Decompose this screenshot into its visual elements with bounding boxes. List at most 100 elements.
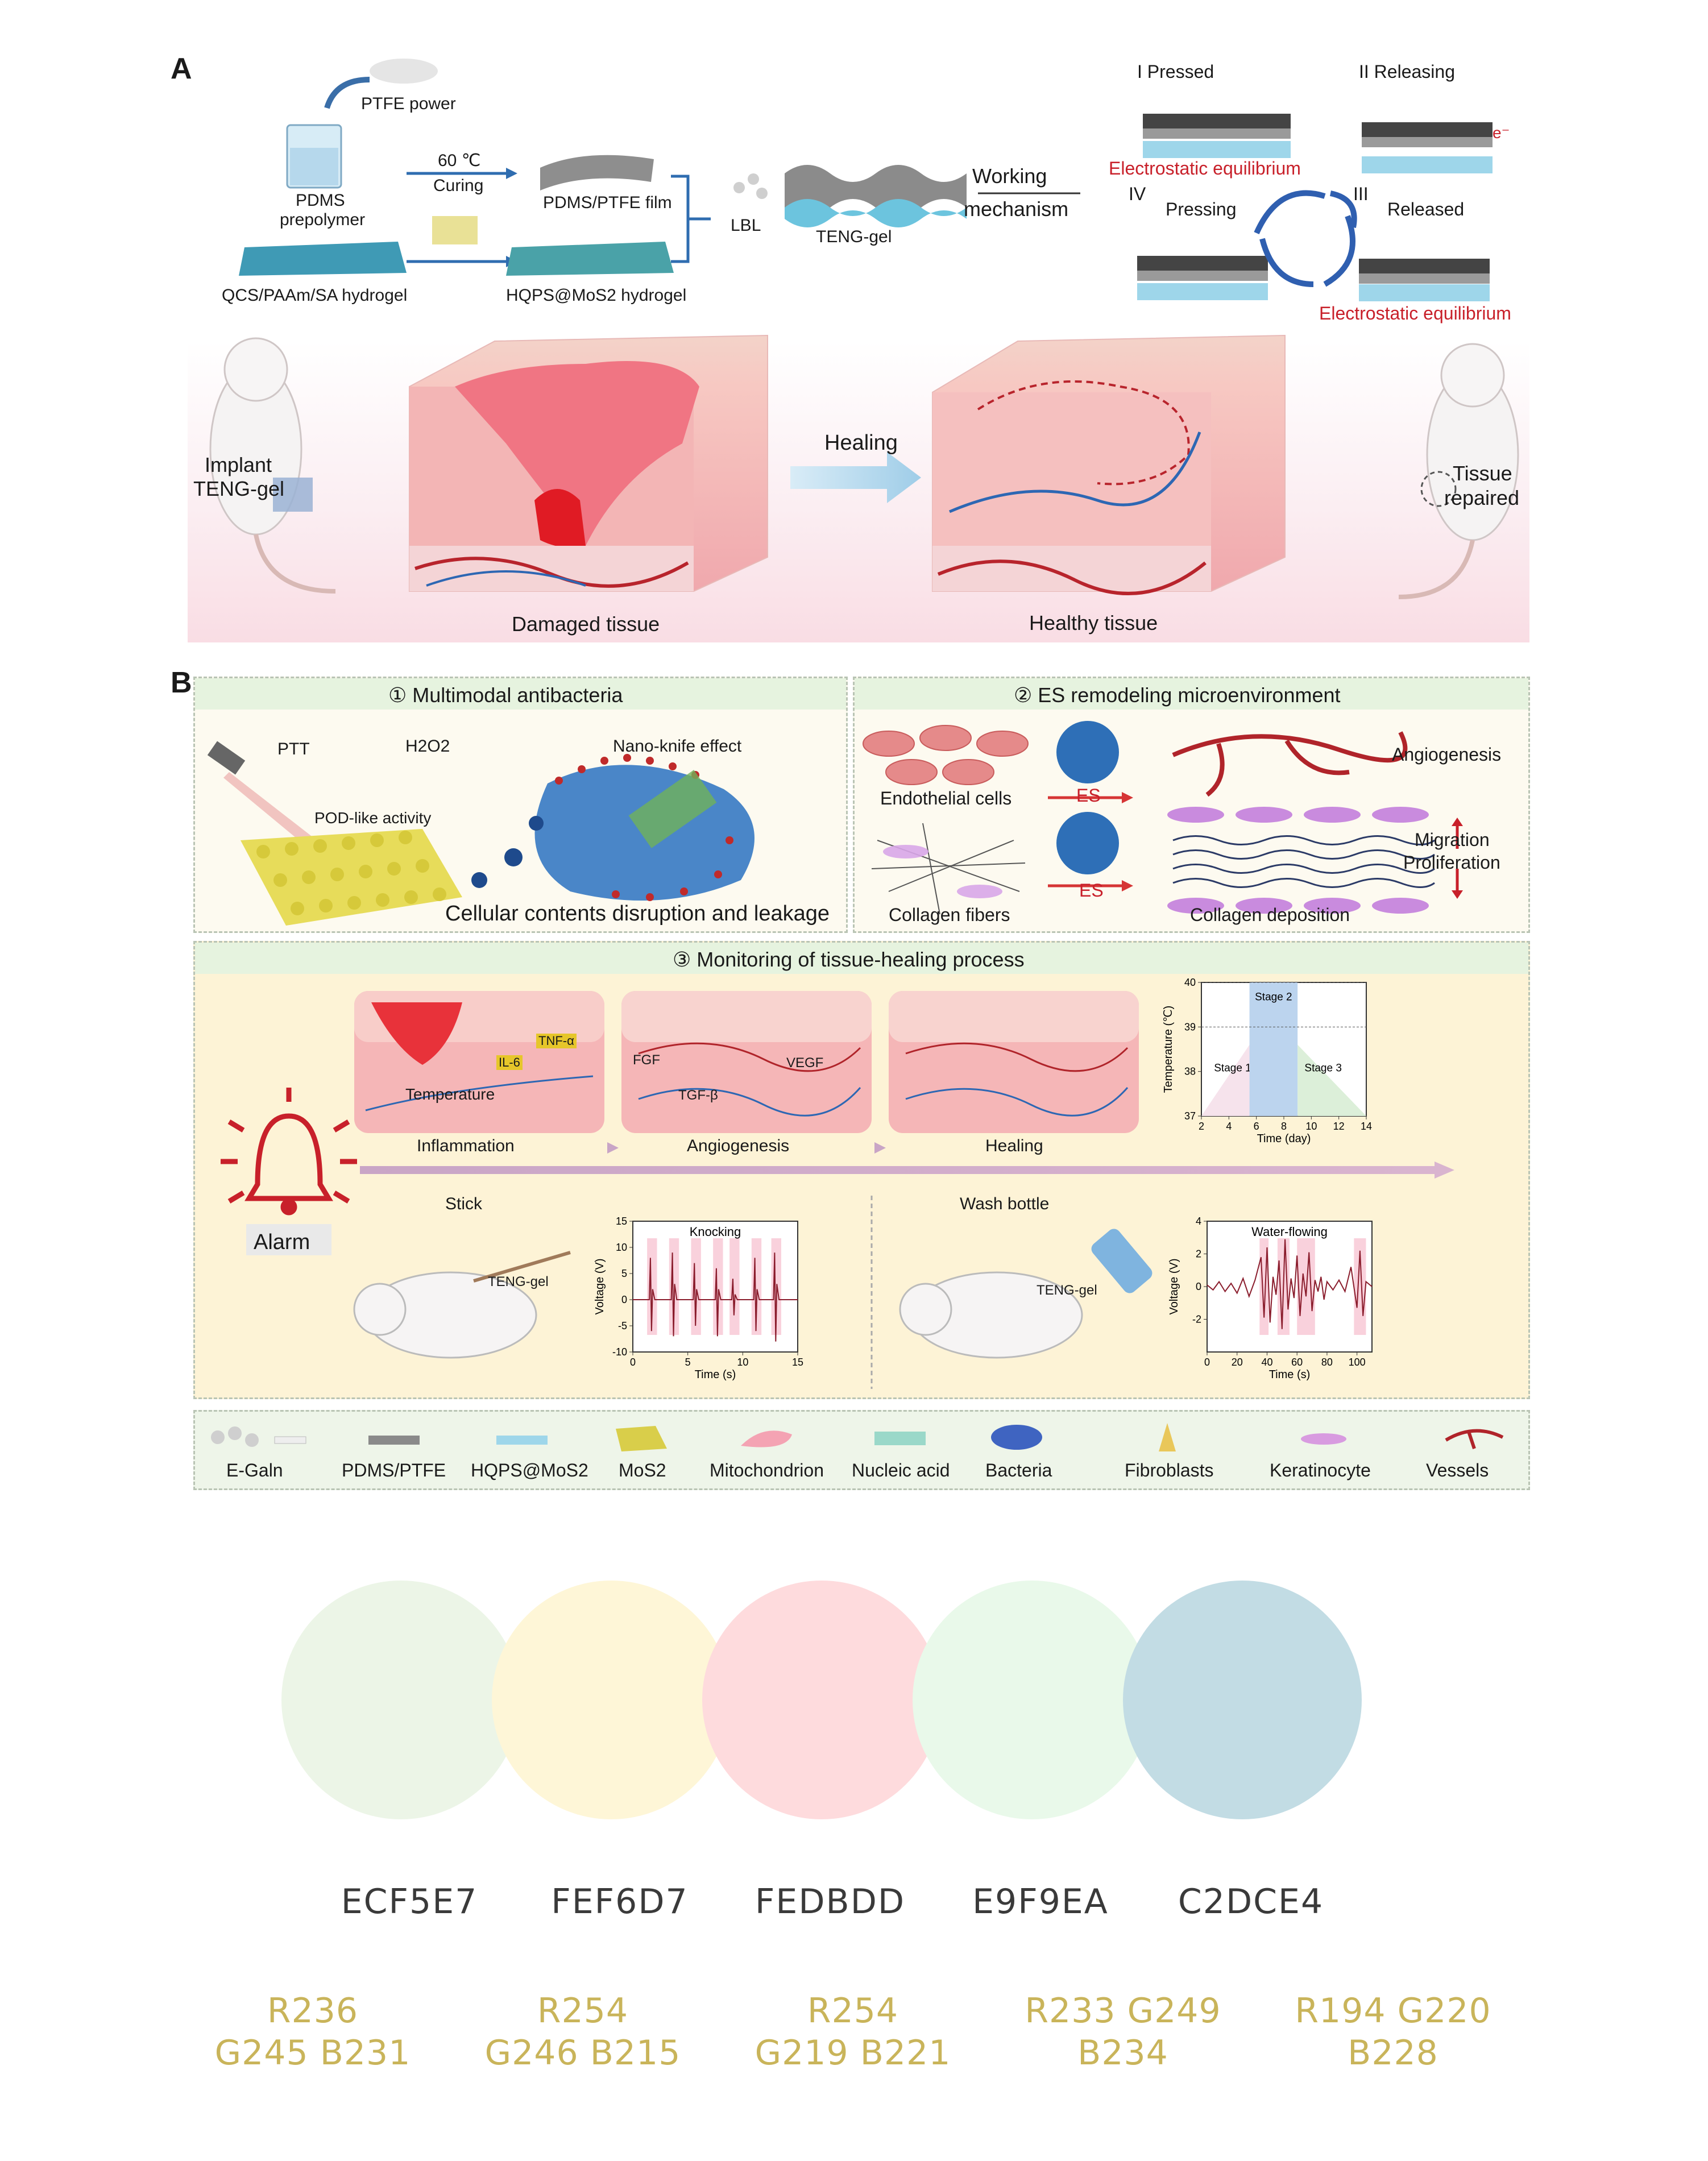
y-tick-label: 39 xyxy=(1184,1021,1196,1032)
electron-label: e⁻ xyxy=(1493,124,1510,142)
tissue-label-1: Tissue xyxy=(1453,462,1512,485)
curing-label: Curing xyxy=(433,176,484,195)
data-line xyxy=(1207,1239,1373,1329)
timeline-bar xyxy=(360,1166,1435,1174)
wound-icon xyxy=(455,361,699,546)
collagen-deposition-label: Collagen deposition xyxy=(1190,905,1350,925)
working-label: Working xyxy=(972,164,1047,188)
mech-state-2: II Releasing xyxy=(1359,61,1455,82)
mech-state-4: IV xyxy=(1129,184,1146,204)
legend-nucleic-acid: Nucleic acid xyxy=(852,1460,950,1480)
x-tick-label: 100 xyxy=(1349,1357,1366,1368)
stage-3-region xyxy=(1297,1044,1366,1116)
hex-1: ECF5E7 xyxy=(341,1882,478,1922)
legend-pdms-ptfe: PDMS/PTFE xyxy=(342,1460,446,1480)
x-tick-label: 40 xyxy=(1261,1357,1272,1368)
mos2-icon xyxy=(616,1426,667,1451)
qcs-label: QCS/PAAm/SA hydrogel xyxy=(222,286,408,305)
mechanism-label: mechanism xyxy=(964,197,1069,221)
highlight-band xyxy=(713,1238,723,1335)
vegf-label: VEGF xyxy=(786,1055,824,1071)
tissue-label-2: repaired xyxy=(1444,486,1520,509)
y-axis-label: Voltage (V) xyxy=(1168,1259,1180,1315)
x-tick-label: 10 xyxy=(737,1357,748,1368)
rgb-1-line-1: R236 xyxy=(267,1991,359,2031)
legend-hqps: HQPS@MoS2 xyxy=(471,1460,588,1480)
arrow-icon xyxy=(324,77,370,109)
x-tick-label: 12 xyxy=(1333,1121,1345,1132)
laser-icon xyxy=(207,741,246,775)
y-tick-label: 4 xyxy=(1196,1216,1201,1227)
x-tick-label: 60 xyxy=(1291,1357,1303,1368)
mouse-left-icon xyxy=(209,337,336,594)
x-tick-label: 0 xyxy=(630,1357,636,1368)
y-tick-label: 38 xyxy=(1184,1066,1196,1077)
nano-knife-label: Nano-knife effect xyxy=(613,737,742,756)
ptfe-power-label: PTFE power xyxy=(361,94,456,113)
chart-title: Knocking xyxy=(690,1225,741,1239)
swatch-2 xyxy=(492,1581,731,1819)
film-icon xyxy=(540,155,654,190)
stage-1-region xyxy=(1201,1044,1250,1116)
section-es: ② ES remodeling microenvironment xyxy=(853,677,1530,933)
equilibrium-label-2: Electrostatic equilibrium xyxy=(1319,303,1511,323)
damaged-tissue-label: Damaged tissue xyxy=(512,612,660,636)
mechanism-diagram xyxy=(1137,114,1493,301)
highlight-band xyxy=(647,1238,657,1335)
stage-label: Stage 1 xyxy=(1214,1063,1251,1075)
alarm-label: Alarm xyxy=(254,1230,310,1254)
pdms-ptfe-icon xyxy=(368,1436,420,1445)
x-tick-label: 5 xyxy=(685,1357,691,1368)
collagen-fibers-label: Collagen fibers xyxy=(889,905,1010,925)
hex-3: FEDBDD xyxy=(754,1882,906,1922)
stage-2-region xyxy=(1249,982,1298,1116)
x-tick-label: 15 xyxy=(792,1357,803,1368)
panel-a-bg xyxy=(188,341,1529,642)
healthy-tissue-label: Healthy tissue xyxy=(1029,611,1158,634)
mitochondrion-icon xyxy=(741,1430,792,1447)
section-monitoring: ③ Monitoring of tissue-healing process xyxy=(193,941,1530,1399)
x-tick-label: 6 xyxy=(1254,1121,1259,1132)
swatch-1 xyxy=(281,1581,520,1819)
es-label-2: ES xyxy=(1079,880,1104,901)
hqps-label: HQPS@MoS2 hydrogel xyxy=(506,286,687,305)
teng-gel-icon xyxy=(785,165,967,216)
rgb-4-line-2: B234 xyxy=(1077,2033,1168,2073)
damaged-tissue-block xyxy=(409,334,768,592)
pdms-label: PDMS xyxy=(296,191,345,210)
y-tick-label: 40 xyxy=(1184,977,1196,988)
legend-box: E-Galn PDMS/PTFE HQPS@MoS2 MoS2 Mitochon… xyxy=(193,1410,1530,1490)
x-axis-label: Time (day) xyxy=(1257,1133,1311,1145)
section-antibacteria: ① Multimodal antibacteria PTT H2O2 Nano-… xyxy=(193,677,848,933)
stage-label: Stage 2 xyxy=(1255,991,1292,1003)
x-tick-label: 0 xyxy=(1204,1357,1210,1368)
x-axis-label: Time (s) xyxy=(1269,1368,1311,1381)
section-2-title: ② ES remodeling microenvironment xyxy=(1014,683,1341,707)
healing-arrow-icon xyxy=(790,452,921,503)
chart-title: Water-flowing xyxy=(1251,1225,1328,1239)
y-tick-label: -10 xyxy=(612,1346,627,1358)
rgb-5-line-2: B228 xyxy=(1348,2033,1438,2073)
stage-healing-label: Healing xyxy=(985,1137,1043,1155)
teng-gel-label: TENG-gel xyxy=(816,227,892,246)
panel-a-label: A xyxy=(171,52,192,85)
y-tick-label: -2 xyxy=(1192,1314,1201,1325)
healthy-tissue-block xyxy=(932,334,1286,595)
x-tick-label: 14 xyxy=(1361,1121,1372,1132)
fibroblasts-icon xyxy=(1159,1423,1176,1451)
stage-angiogenesis-label: Angiogenesis xyxy=(687,1137,790,1155)
rgb-3-line-2: G219 B221 xyxy=(754,2033,951,2073)
endothelial-label: Endothelial cells xyxy=(880,788,1012,808)
wash-bottle-label: Wash bottle xyxy=(960,1194,1050,1213)
mos2-icon xyxy=(432,216,478,244)
es-label-1: ES xyxy=(1076,785,1101,806)
teng-label-1: TENG-gel xyxy=(488,1274,549,1289)
es-illustration xyxy=(863,721,1463,915)
rgb-5-line-1: R194 G220 xyxy=(1295,1991,1491,2031)
mech-state-3-text: Released xyxy=(1387,199,1465,219)
rgb-1-line-2: G245 B231 xyxy=(214,2033,411,2073)
hex-2: FEF6D7 xyxy=(551,1882,689,1922)
